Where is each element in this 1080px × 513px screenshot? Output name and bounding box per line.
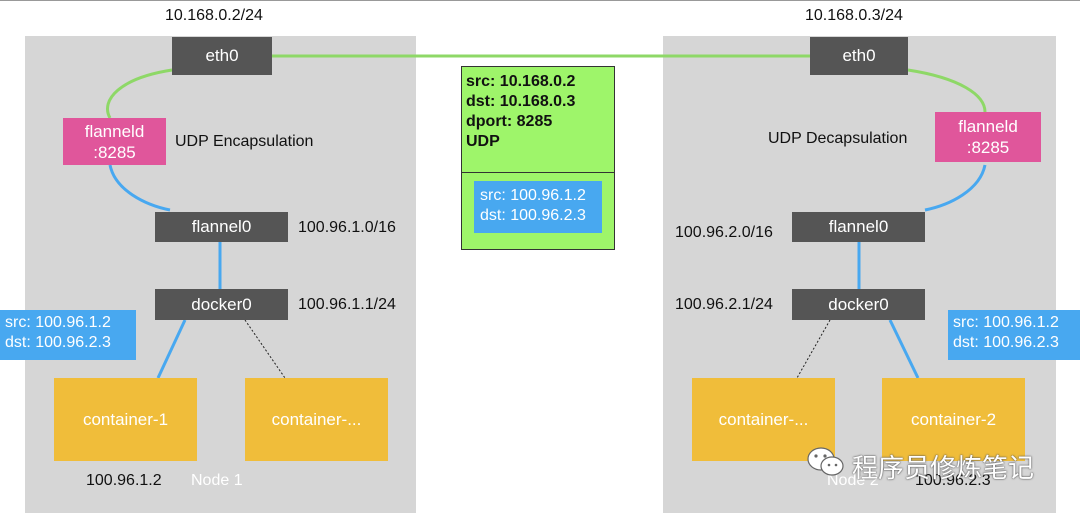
node2-docker0-container2-line [888,319,920,379]
packet-divider [462,172,614,173]
node1-flannel0-box: flannel0 [155,212,288,242]
node2-label: Node 2 [827,472,879,489]
node1-flanneld-box: flanneld :8285 [63,118,166,165]
node1-eth-flanneld-curve [106,68,173,119]
node2-inner-packet: src: 100.96.1.2 dst: 100.96.2.3 [948,310,1080,360]
node2-flanneld-port: :8285 [966,138,1010,157]
node2-decap-label: UDP Decapsulation [768,130,908,147]
top-border [0,0,1080,1]
watermark-text: 程序员修炼笔记 [852,453,1035,483]
node1-inner-packet: src: 100.96.1.2 dst: 100.96.2.3 [0,310,136,360]
node2-container-dots: container-... [692,378,835,461]
outer-dst: dst: 10.168.0.3 [466,93,576,110]
node1-container-dots: container-... [245,378,388,461]
node2-eth0-box: eth0 [810,37,908,75]
node1-docker0-container1-line [156,319,187,379]
node2-inner-src: src: 100.96.1.2 [953,314,1059,331]
node2-flannel0-box: flannel0 [792,212,925,242]
node1-eth0-box: eth0 [172,37,272,75]
node1-encap-label: UDP Encapsulation [175,133,314,150]
wechat-icon [806,446,846,478]
outer-dport: dport: 8285 [466,113,553,130]
node1-container-1: container-1 [54,378,197,461]
node2-inner-dst: dst: 100.96.2.3 [953,334,1059,351]
node2-ip-label: 10.168.0.3/24 [805,7,903,24]
node1-ip-label: 10.168.0.2/24 [165,7,263,24]
outer-proto: UDP [466,133,500,150]
node2-docker0-container-dots-line [796,319,831,379]
node1-docker0-box: docker0 [155,289,288,320]
node2-flannel0-cidr: 100.96.2.0/16 [675,224,773,241]
node1-container-ip: 100.96.1.2 [86,472,162,489]
node1-flannel0-cidr: 100.96.1.0/16 [298,219,396,236]
packet-inner: src: 100.96.1.2 dst: 100.96.2.3 [474,181,602,233]
node2-flanneld-box: flanneld :8285 [935,112,1041,162]
node2-docker0-ip: 100.96.2.1/24 [675,296,773,313]
node1-flanneld-flannel0-curve [108,164,171,212]
node2-container-ip: 100.96.2.3 [915,472,991,489]
packet-inner-src: src: 100.96.1.2 [480,187,586,204]
node1-inner-src: src: 100.96.1.2 [5,314,111,331]
node2-flanneld-name: flanneld [958,117,1018,136]
node2-eth-flanneld-curve [907,68,987,113]
node1-flanneld-port: :8285 [93,142,136,162]
node1-docker0-container-dots-line [244,319,286,379]
node2-docker0-box: docker0 [792,289,925,320]
node1-inner-dst: dst: 100.96.2.3 [5,334,111,351]
node1-label: Node 1 [191,472,243,489]
node2-container-2: container-2 [882,378,1025,461]
node1-flanneld-name: flanneld [84,121,145,141]
node2-flanneld-flannel0-curve [924,164,987,212]
packet-inner-dst: dst: 100.96.2.3 [480,207,586,224]
outer-src: src: 10.168.0.2 [466,73,576,90]
node1-docker0-ip: 100.96.1.1/24 [298,296,396,313]
outer-header: src: 10.168.0.2 dst: 10.168.0.3 dport: 8… [462,67,614,157]
encapsulated-packet: src: 10.168.0.2 dst: 10.168.0.3 dport: 8… [461,66,615,250]
